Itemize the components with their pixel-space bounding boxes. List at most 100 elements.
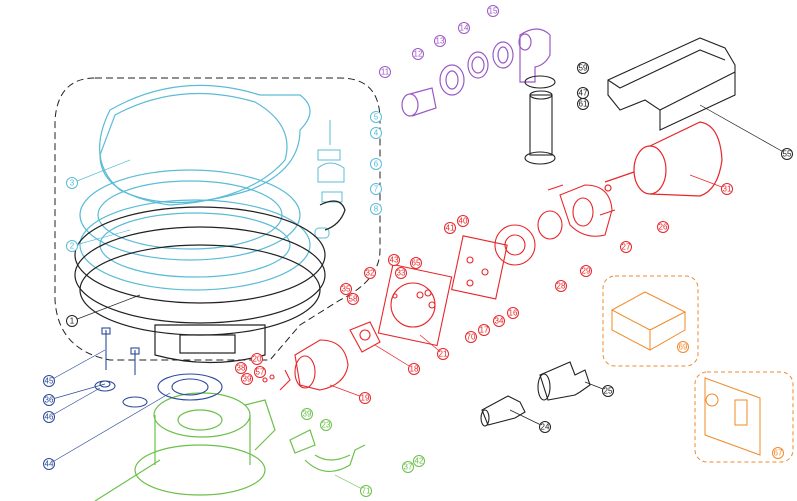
callout[interactable]: 23 xyxy=(320,419,332,431)
leader-lines xyxy=(48,104,788,492)
assembly-boundary xyxy=(54,77,381,361)
svg-text:24: 24 xyxy=(541,423,550,432)
svg-text:14: 14 xyxy=(460,24,469,33)
hose-and-clamps xyxy=(524,75,556,165)
svg-text:45: 45 xyxy=(45,377,54,386)
callout[interactable]: 65 xyxy=(410,257,422,269)
callout[interactable]: 42 xyxy=(413,455,425,467)
callout[interactable]: 69 xyxy=(677,341,689,353)
callout[interactable]: 17 xyxy=(478,324,490,336)
svg-text:20: 20 xyxy=(253,355,262,364)
seat-lid xyxy=(79,84,311,291)
callout[interactable]: 16 xyxy=(507,307,519,319)
svg-text:23: 23 xyxy=(322,421,331,430)
svg-text:29: 29 xyxy=(582,267,591,276)
svg-text:42: 42 xyxy=(415,457,424,466)
callout[interactable]: 21 xyxy=(437,348,449,360)
callout[interactable]: 41 xyxy=(444,222,456,234)
hinge-parts xyxy=(314,120,345,239)
callout[interactable]: 39 xyxy=(301,408,313,420)
svg-text:18: 18 xyxy=(410,365,419,374)
callout[interactable]: 55 xyxy=(781,148,793,160)
callout[interactable]: 24 xyxy=(539,421,551,433)
callout[interactable]: 29 xyxy=(580,265,592,277)
svg-text:8: 8 xyxy=(374,205,379,214)
svg-text:39: 39 xyxy=(243,375,252,384)
callout[interactable]: 46 xyxy=(43,411,55,423)
callout[interactable]: 8 xyxy=(370,203,382,215)
hose-adapters xyxy=(480,361,591,427)
callout[interactable]: 5 xyxy=(370,111,382,123)
svg-text:38: 38 xyxy=(237,364,246,373)
svg-text:15: 15 xyxy=(489,7,498,16)
callout[interactable]: 47 xyxy=(577,87,589,99)
callout[interactable]: 61 xyxy=(577,98,589,110)
svg-text:17: 17 xyxy=(480,326,489,335)
svg-text:71: 71 xyxy=(362,487,371,496)
svg-text:36: 36 xyxy=(45,396,54,405)
svg-text:2: 2 xyxy=(70,242,75,251)
callout[interactable]: 27 xyxy=(620,241,632,253)
svg-text:58: 58 xyxy=(349,295,358,304)
callout[interactable]: 71 xyxy=(360,485,372,497)
callout[interactable]: 45 xyxy=(43,375,55,387)
callout[interactable]: 32 xyxy=(364,267,376,279)
svg-text:26: 26 xyxy=(659,223,668,232)
callout[interactable]: 40 xyxy=(457,215,469,227)
svg-text:32: 32 xyxy=(366,269,375,278)
callout[interactable]: 33 xyxy=(395,267,407,279)
svg-text:65: 65 xyxy=(412,259,421,268)
callout[interactable]: 28 xyxy=(555,280,567,292)
callout[interactable]: 25 xyxy=(602,385,614,397)
svg-text:41: 41 xyxy=(446,224,455,233)
svg-text:5: 5 xyxy=(374,113,379,122)
callout[interactable]: 18 xyxy=(408,363,420,375)
callout[interactable]: 14 xyxy=(458,22,470,34)
callout[interactable]: 43 xyxy=(388,254,400,266)
callout[interactable]: 36 xyxy=(43,394,55,406)
callout[interactable]: 1 xyxy=(66,315,78,327)
callout[interactable]: 13 xyxy=(434,35,446,47)
svg-text:59: 59 xyxy=(579,64,588,73)
svg-text:27: 27 xyxy=(622,243,631,252)
svg-text:1: 1 xyxy=(70,317,75,326)
callout[interactable]: 19 xyxy=(359,392,371,404)
svg-text:6: 6 xyxy=(374,160,379,169)
svg-text:31: 31 xyxy=(723,185,732,194)
svg-text:44: 44 xyxy=(45,460,54,469)
callout[interactable]: 44 xyxy=(43,458,55,470)
svg-text:11: 11 xyxy=(381,68,390,77)
callout[interactable]: 11 xyxy=(379,66,391,78)
callout[interactable]: 38 xyxy=(235,362,247,374)
callout[interactable]: 12 xyxy=(412,48,424,60)
inlet-fittings xyxy=(401,28,551,117)
svg-text:28: 28 xyxy=(557,282,566,291)
electrical-components xyxy=(602,275,794,463)
svg-text:46: 46 xyxy=(45,413,54,422)
callout[interactable]: 3 xyxy=(66,177,78,189)
callout[interactable]: 35 xyxy=(340,283,352,295)
callout[interactable]: 26 xyxy=(657,221,669,233)
callout[interactable]: 31 xyxy=(721,183,733,195)
svg-text:57: 57 xyxy=(256,368,265,377)
callout[interactable]: 6 xyxy=(370,158,382,170)
callout[interactable]: 4 xyxy=(370,127,382,139)
callout[interactable]: 58 xyxy=(347,293,359,305)
callout[interactable]: 37 xyxy=(402,461,414,473)
callout[interactable]: 70 xyxy=(465,331,477,343)
svg-text:34: 34 xyxy=(495,317,504,326)
callout[interactable]: 2 xyxy=(66,240,78,252)
callout[interactable]: 39 xyxy=(241,373,253,385)
svg-text:69: 69 xyxy=(679,343,688,352)
callout[interactable]: 57 xyxy=(254,366,266,378)
callout[interactable]: 15 xyxy=(487,5,499,17)
callouts: 1 2 3 4 5 6 7 8 11 12 13 14 15 59 47 61 … xyxy=(43,5,793,497)
callout[interactable]: 7 xyxy=(370,183,382,195)
callout[interactable]: 34 xyxy=(493,315,505,327)
callout[interactable]: 59 xyxy=(577,62,589,74)
callout[interactable]: 20 xyxy=(251,353,263,365)
callout[interactable]: 67 xyxy=(772,447,784,459)
svg-text:43: 43 xyxy=(390,256,399,265)
svg-text:39: 39 xyxy=(303,410,312,419)
